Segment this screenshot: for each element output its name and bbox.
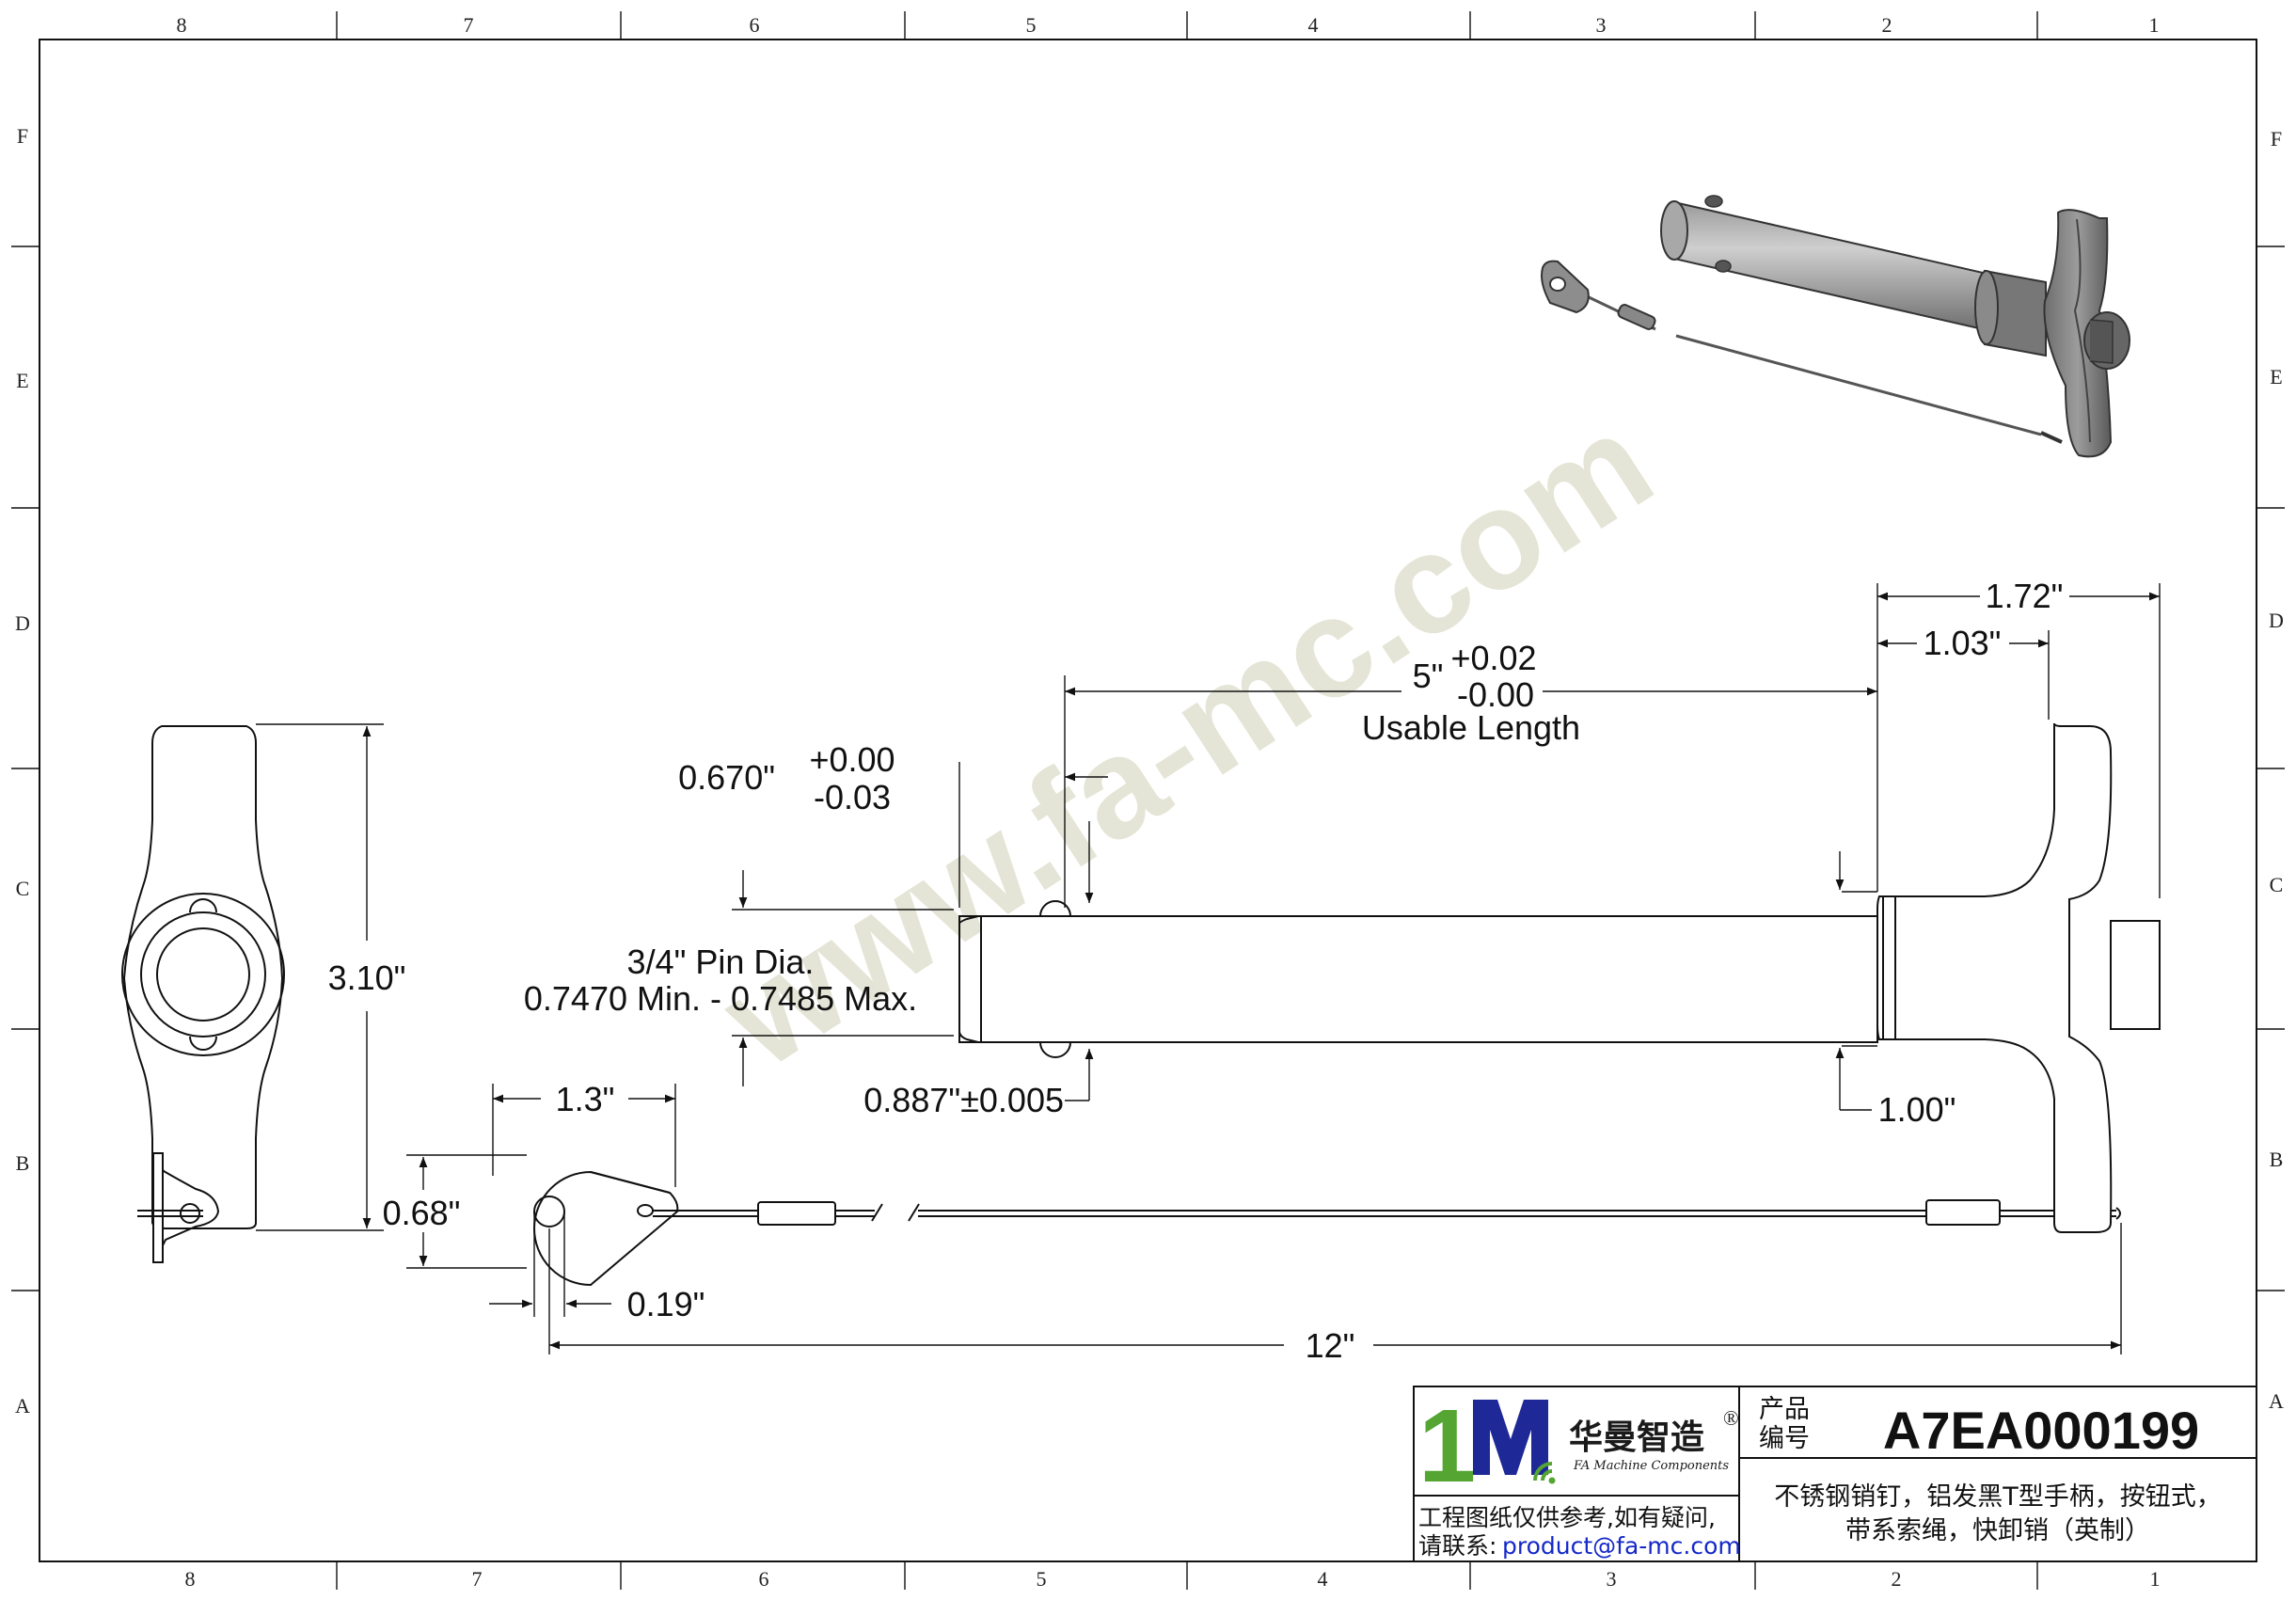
dim-usable-nominal: 5" bbox=[1413, 657, 1444, 695]
product-description-line1: 不锈钢销钉，铝发黑T型手柄，按钮式， bbox=[1774, 1482, 2222, 1512]
dimensions: 1.72" 1.03" 5" +0.02 -0.00 Usable Length… bbox=[256, 577, 2161, 1365]
sheet-frame: 8 7 6 5 4 3 2 1 8 7 6 5 4 3 2 1 F E D C … bbox=[11, 11, 2285, 1591]
zone-left-D: D bbox=[15, 611, 30, 635]
side-view bbox=[121, 725, 285, 1263]
dim-tab-height: 0.68" bbox=[383, 1194, 461, 1232]
zone-bottom-7: 7 bbox=[472, 1567, 483, 1591]
zone-top-3: 3 bbox=[1596, 13, 1607, 37]
zone-bottom-6: 6 bbox=[759, 1567, 769, 1591]
lanyard bbox=[533, 1170, 2121, 1287]
notice-line1: 工程图纸仅供参考,如有疑问, bbox=[1418, 1504, 1716, 1531]
zone-left-C: C bbox=[16, 877, 30, 900]
dim-usable-label: Usable Length bbox=[1362, 708, 1580, 747]
company-logo: 1 bbox=[1418, 1388, 1556, 1504]
zone-right-D: D bbox=[2269, 609, 2284, 632]
zone-left-E: E bbox=[16, 369, 28, 392]
dim-collar-dia: 1.00" bbox=[1878, 1090, 1956, 1129]
zone-left-F: F bbox=[17, 124, 28, 148]
brand-name-en: FA Machine Components bbox=[1573, 1459, 1729, 1473]
zone-bottom-2: 2 bbox=[1892, 1567, 1902, 1591]
dim-groove-tol-plus: +0.00 bbox=[809, 740, 895, 779]
dim-lanyard-length: 12" bbox=[1306, 1326, 1355, 1365]
zone-top-2: 2 bbox=[1882, 13, 1892, 37]
zone-top-8: 8 bbox=[177, 13, 187, 37]
zone-left-A: A bbox=[15, 1394, 30, 1418]
front-view bbox=[958, 722, 2161, 1233]
zone-bottom-1: 1 bbox=[2150, 1567, 2161, 1591]
zone-bottom-8: 8 bbox=[185, 1567, 196, 1591]
registered-mark: ® bbox=[1723, 1406, 1739, 1430]
zone-right-C: C bbox=[2270, 873, 2284, 896]
zone-top-5: 5 bbox=[1026, 13, 1037, 37]
zone-right-F: F bbox=[2271, 127, 2282, 150]
contact-email-link[interactable]: product@fa-mc.com bbox=[1502, 1532, 1741, 1560]
dim-pin-dia-line2: 0.7470 Min. - 0.7485 Max. bbox=[524, 979, 917, 1018]
dim-ball-dia: 0.887"±0.005 bbox=[863, 1081, 1064, 1119]
zone-top-1: 1 bbox=[2149, 13, 2160, 37]
zone-top-6: 6 bbox=[750, 13, 760, 37]
product-code-label-2: 编号 bbox=[1759, 1424, 1810, 1453]
product-description-line2: 带系索绳，快卸销（英制） bbox=[1845, 1516, 2150, 1545]
dim-handle-height: 3.10" bbox=[328, 958, 406, 997]
dim-groove-nominal: 0.670" bbox=[678, 758, 775, 797]
zone-left-B: B bbox=[16, 1151, 30, 1175]
notice-prefix: 请联系: bbox=[1418, 1532, 1496, 1560]
logo-numeral: 1 bbox=[1418, 1388, 1476, 1504]
product-code-label-1: 产品 bbox=[1759, 1395, 1810, 1424]
dim-usable-tol-minus: -0.00 bbox=[1457, 675, 1534, 714]
dim-tab-hole: 0.19" bbox=[627, 1285, 705, 1323]
zone-bottom-3: 3 bbox=[1607, 1567, 1617, 1591]
dim-pin-dia-line1: 3/4" Pin Dia. bbox=[627, 943, 815, 981]
zone-right-A: A bbox=[2269, 1389, 2284, 1413]
title-block: 1 华曼智造 ® FA Machine Components 工程图纸仅供参考,… bbox=[1413, 1386, 2257, 1562]
zone-top-7: 7 bbox=[464, 13, 474, 37]
dim-tab-length: 1.3" bbox=[556, 1080, 615, 1118]
product-code: A7EA000199 bbox=[1883, 1401, 2199, 1460]
zone-top-4: 4 bbox=[1308, 13, 1319, 37]
dim-groove-tol-minus: -0.03 bbox=[814, 778, 891, 816]
isometric-3d-view bbox=[1541, 195, 2130, 458]
dim-usable-tol-plus: +0.02 bbox=[1450, 639, 1536, 677]
zone-bottom-4: 4 bbox=[1318, 1567, 1328, 1591]
brand-name-cn: 华曼智造 bbox=[1569, 1418, 1704, 1457]
zone-right-E: E bbox=[2270, 365, 2282, 388]
zone-right-B: B bbox=[2270, 1148, 2284, 1171]
zone-bottom-5: 5 bbox=[1037, 1567, 1047, 1591]
dim-handle-width: 1.72" bbox=[1986, 577, 2064, 615]
dim-handle-offset: 1.03" bbox=[1924, 624, 2002, 662]
